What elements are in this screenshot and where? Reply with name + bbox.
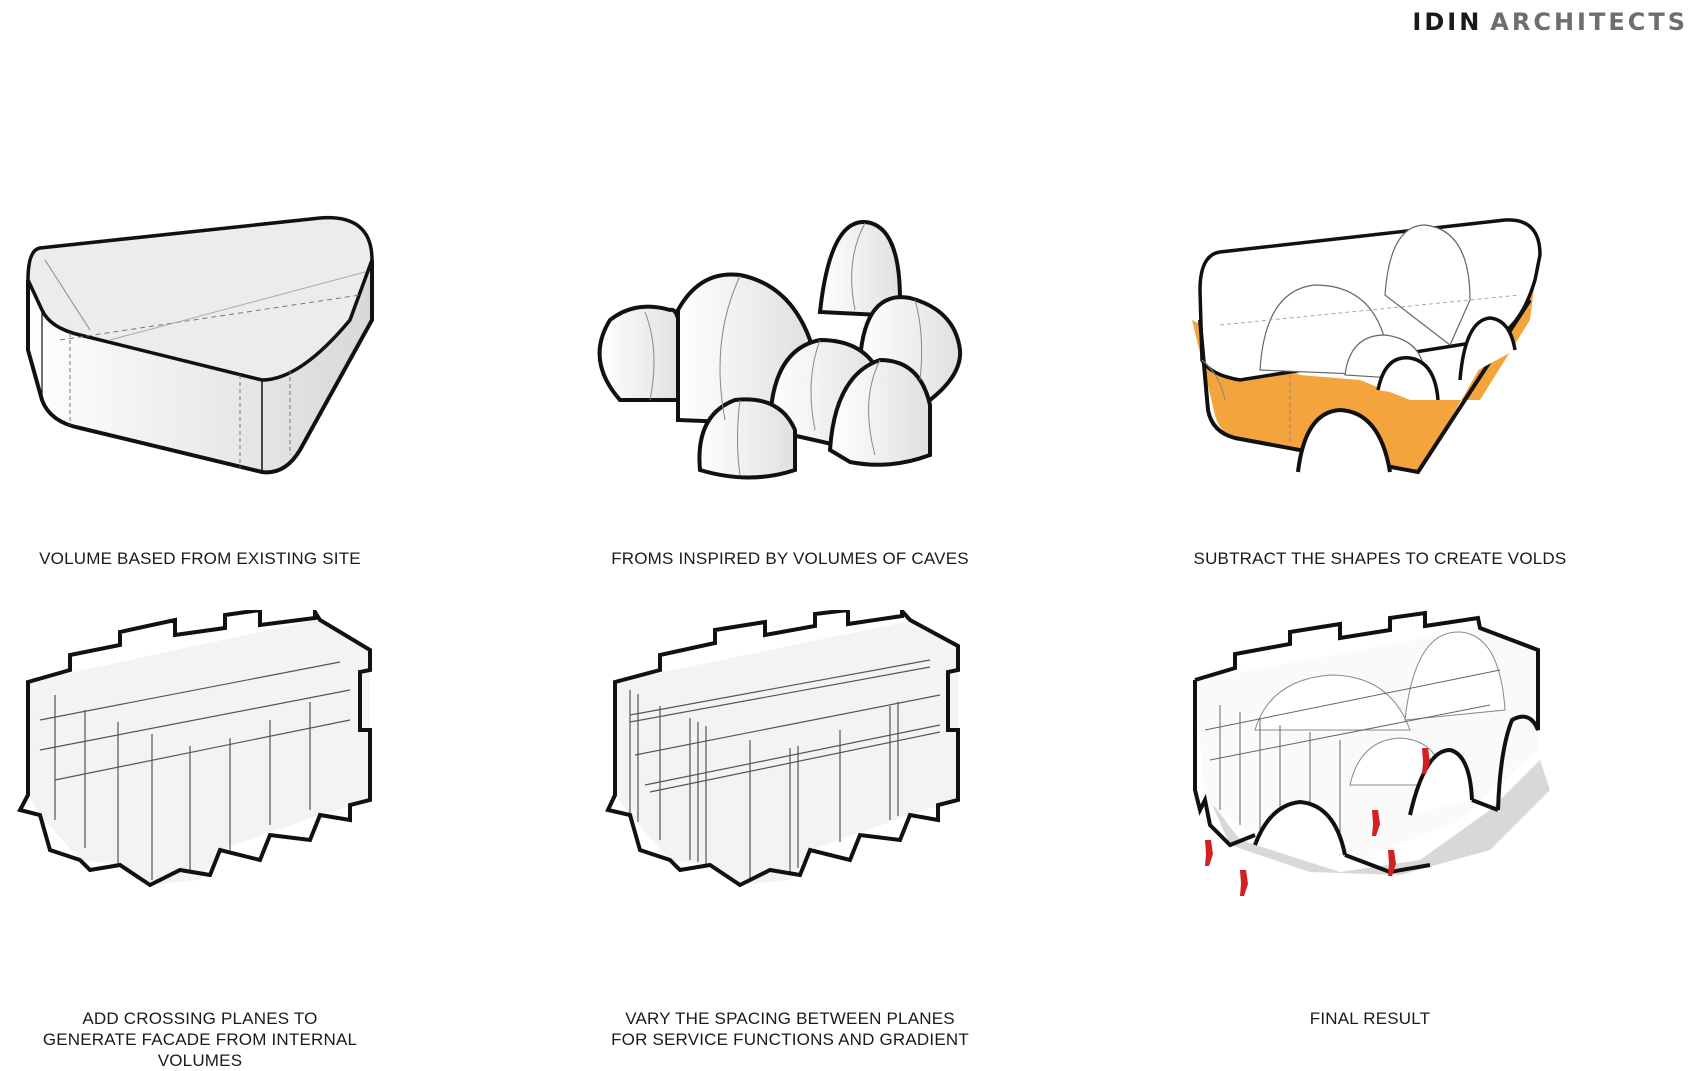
step-site-volume: VOLUME BASED FROM EXISTING SITE — [0, 200, 400, 570]
final-result-drawing — [1193, 610, 1550, 896]
step-subtract-voids: SUBTRACT THE SHAPES TO CREATE VOLDS — [1180, 200, 1580, 570]
brand-suffix: ARCHITECTS — [1490, 8, 1688, 36]
step-crossing-planes: ADD CROSSING PLANES TO GENERATE FACADE F… — [0, 610, 400, 1070]
step-vary-spacing: VARY THE SPACING BETWEEN PLANES FOR SERV… — [590, 610, 990, 1049]
step-caption: VARY THE SPACING BETWEEN PLANES FOR SERV… — [611, 1009, 969, 1049]
cave-forms-drawing — [597, 219, 963, 480]
step-caption: FROMS INSPIRED BY VOLUMES OF CAVES — [611, 549, 969, 568]
step-caption: ADD CROSSING PLANES TO GENERATE FACADE F… — [42, 1009, 358, 1070]
site-volume-drawing — [26, 215, 374, 475]
brand-name: IDIN — [1412, 8, 1483, 36]
vary-spacing-drawing — [605, 610, 960, 888]
step-caption: VOLUME BASED FROM EXISTING SITE — [39, 549, 361, 568]
crossing-planes-drawing — [17, 610, 372, 888]
subtract-voids-drawing — [1192, 218, 1542, 475]
step-caption: SUBTRACT THE SHAPES TO CREATE VOLDS — [1193, 549, 1567, 568]
people-figures — [1205, 748, 1430, 896]
step-cave-forms: FROMS INSPIRED BY VOLUMES OF CAVES — [590, 200, 990, 570]
step-caption: FINAL RESULT — [1309, 1009, 1431, 1028]
step-final-result: FINAL RESULT — [1160, 610, 1580, 1048]
